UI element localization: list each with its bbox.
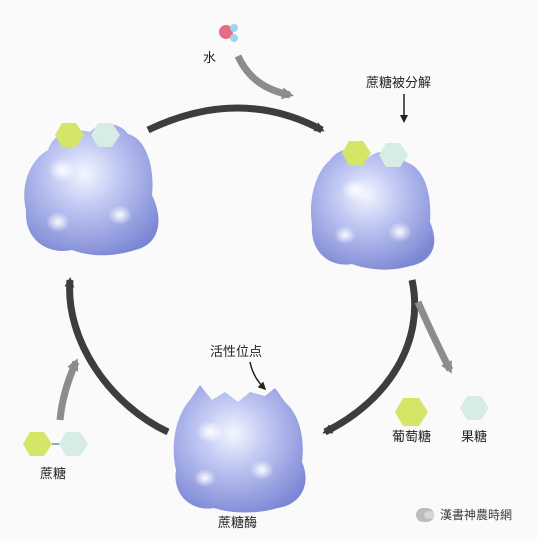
enzyme-splitting-sucrose [310,141,435,270]
sucrase-label: 蔗糖酶 [218,515,257,531]
glucose-hexagon-icon [342,141,371,165]
water-in-arrow [234,54,294,100]
glucose-hexagon-icon [55,123,84,147]
glucose-hexagon-icon [395,398,428,426]
fructose-label: 果糖 [461,429,487,445]
active-site-label: 活性位点 [210,345,262,360]
enzyme-substrate-complex [24,123,159,256]
sucrose-decomposed-label: 蔗糖被分解 [366,75,431,91]
watermark-text: 漢書神農時網 [440,508,513,522]
sucrose-in-arrow [56,358,80,421]
cycle-arrow-top [146,104,325,134]
sucrase-enzyme [173,385,306,513]
products-out-arrow [414,300,454,374]
sucrose-label: 蔗糖 [40,466,66,482]
fructose-hexagon-icon [460,396,489,420]
fructose-hexagon-icon [91,123,120,147]
watermark: 漢書神農時網 [416,506,512,523]
fructose-hexagon-icon [59,432,88,456]
glucose-label: 葡萄糖 [392,429,431,445]
water-label: 水 [203,51,216,66]
wechat-icon [416,507,434,522]
fructose-hexagon-icon [379,143,408,167]
glucose-hexagon-icon [23,432,52,456]
cycle-arrow-bottom-left [64,277,170,436]
water-molecule-icon [219,24,238,42]
cycle-arrow-right [322,279,419,436]
active-site-pointer [249,361,267,391]
